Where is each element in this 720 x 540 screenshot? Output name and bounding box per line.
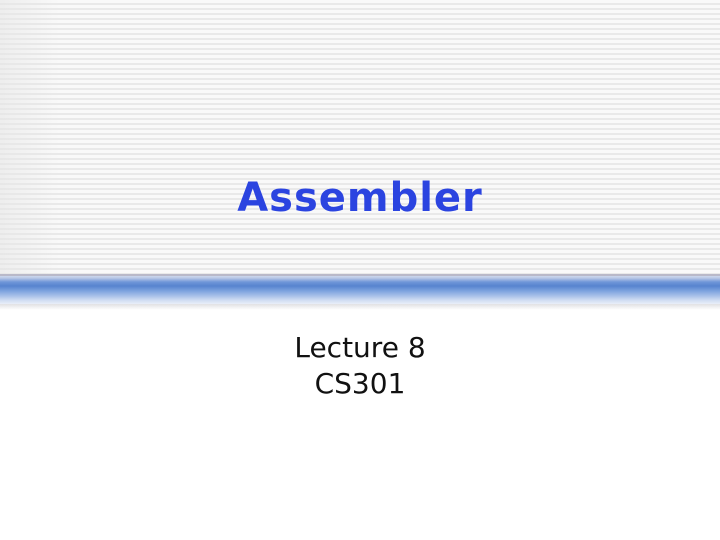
subtitle-line-lecture: Lecture 8: [294, 331, 426, 364]
divider-bottom-shadow: [0, 304, 720, 310]
divider-top-line: [0, 274, 720, 276]
header-left-shade: [0, 0, 60, 276]
header-band: [0, 0, 720, 276]
subtitle-line-course: CS301: [314, 367, 406, 400]
slide-subtitle: Lecture 8 CS301: [0, 330, 720, 402]
slide-title: Assembler: [237, 175, 483, 221]
divider-bar: [0, 274, 720, 310]
